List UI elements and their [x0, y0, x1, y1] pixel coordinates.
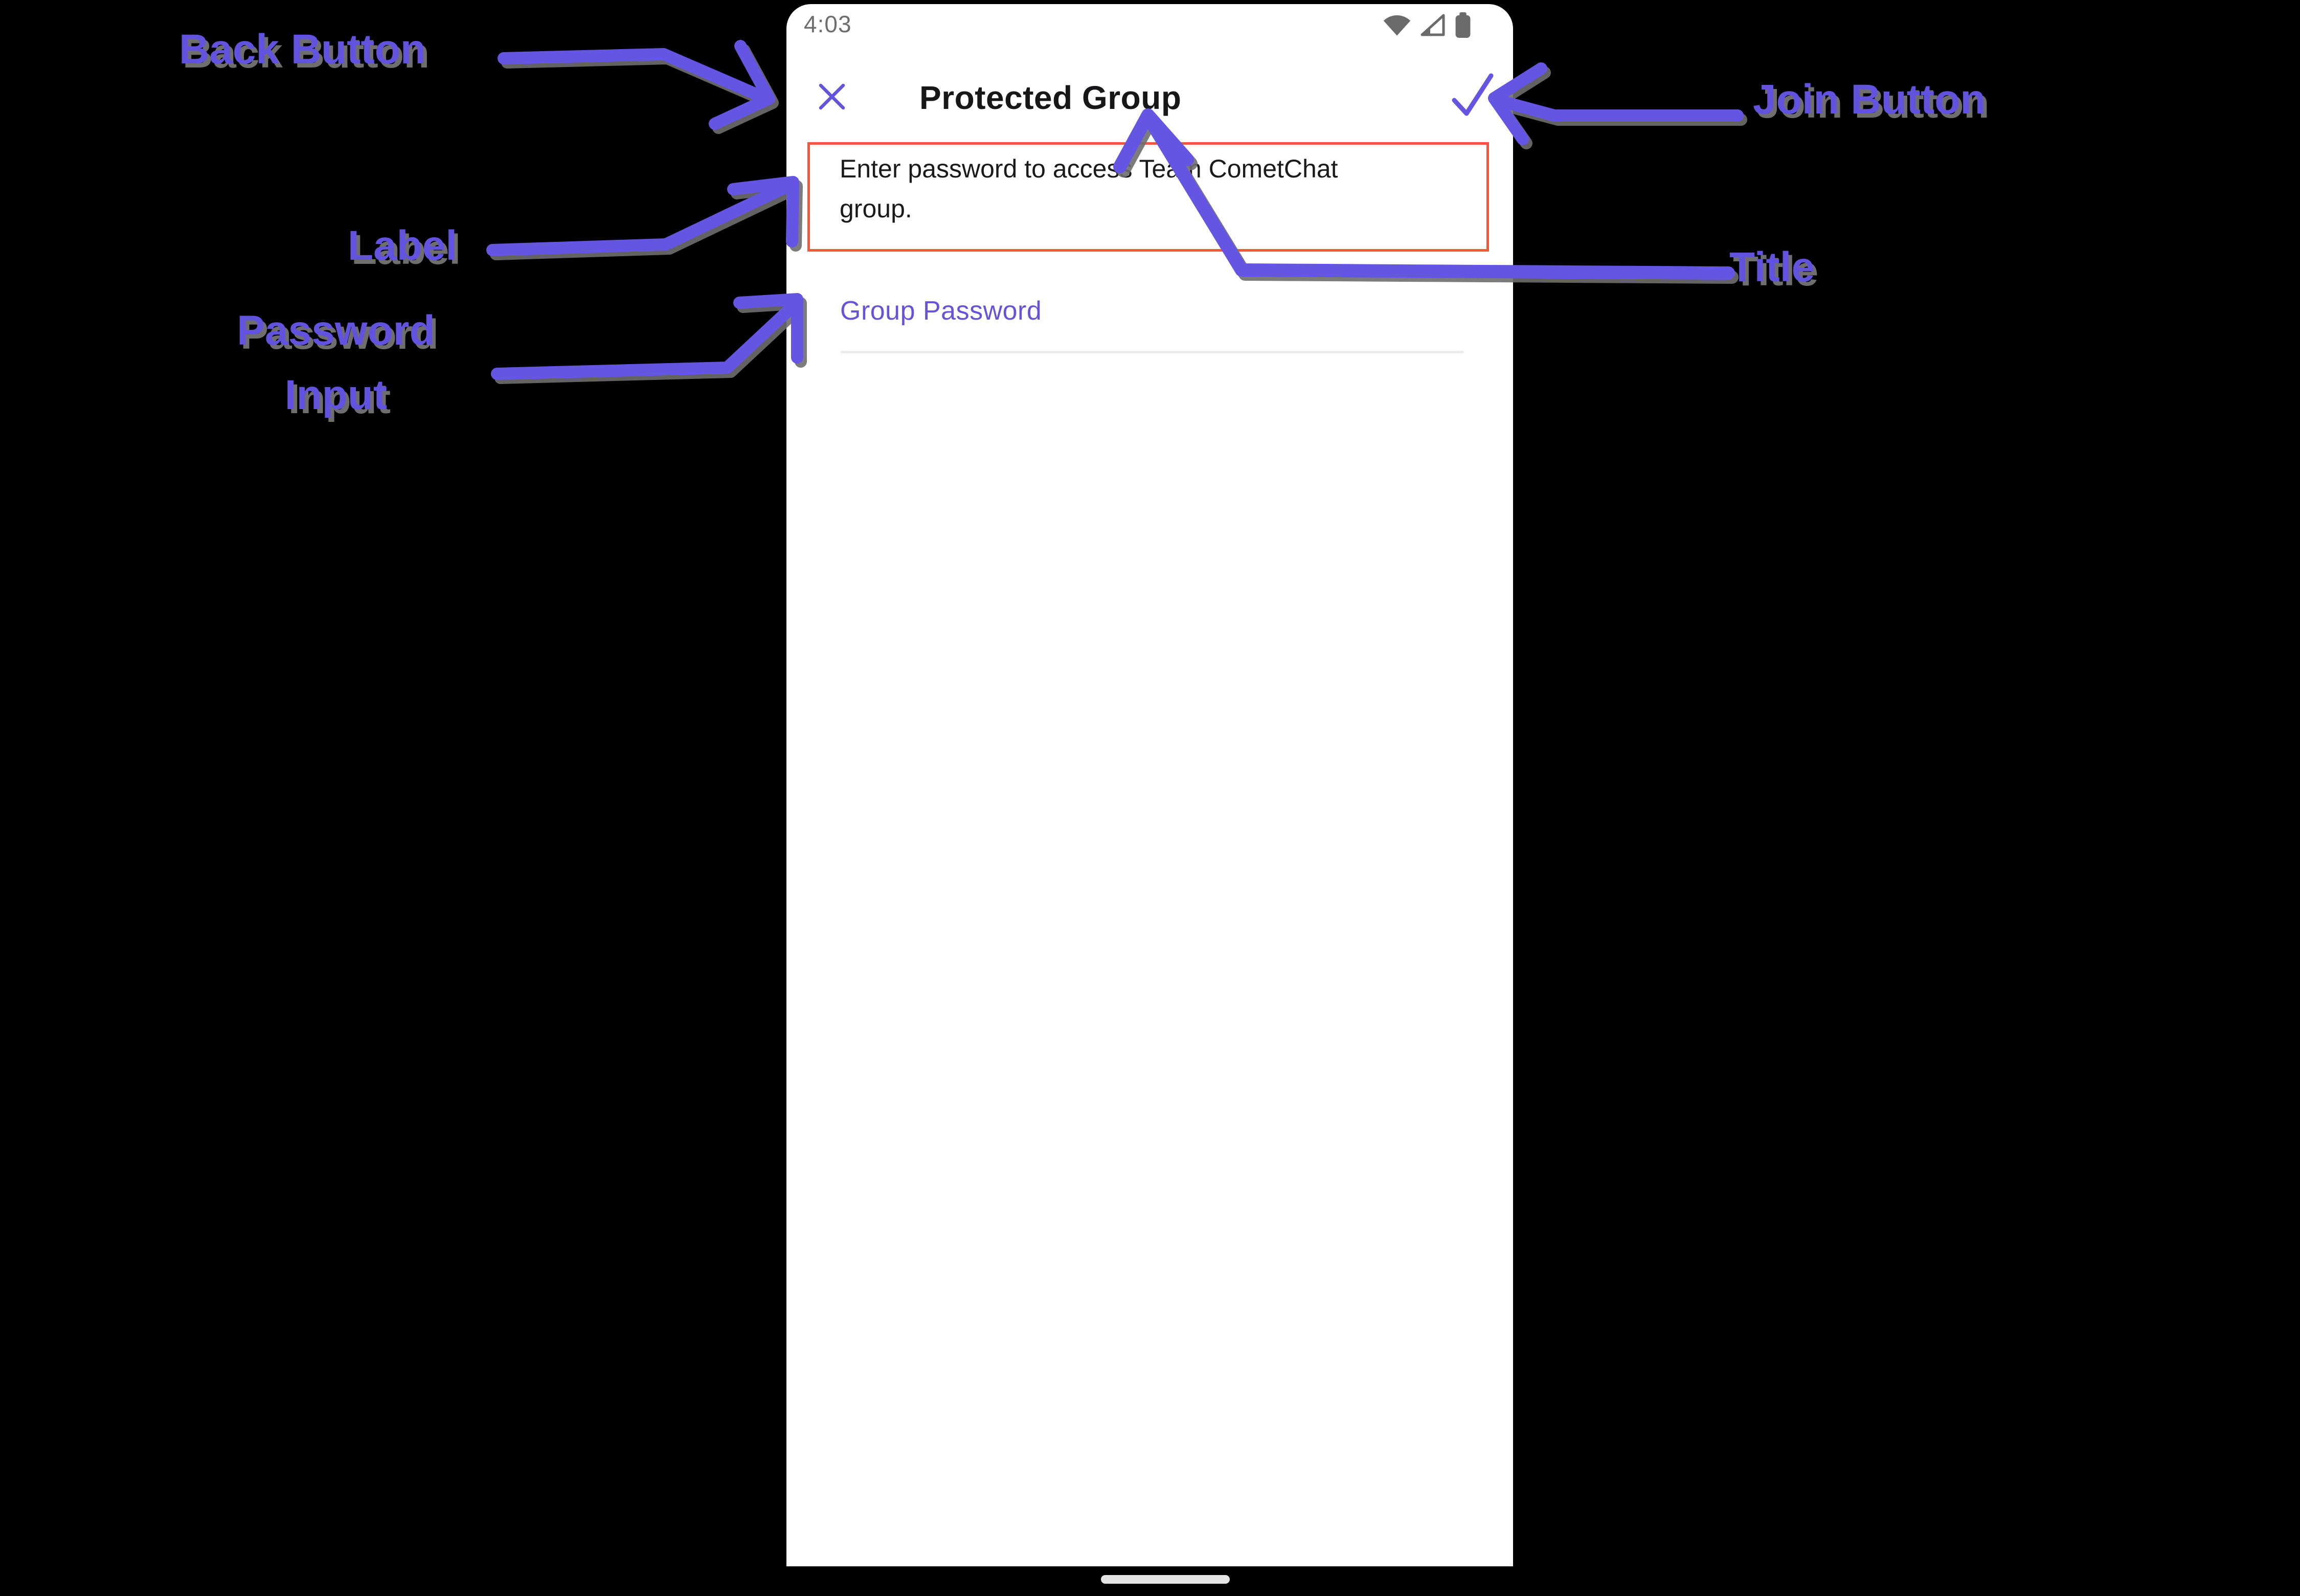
- password-underline: [840, 351, 1464, 353]
- annotation-title: Title: [1729, 244, 1815, 290]
- close-icon: [818, 83, 846, 112]
- battery-icon: [1454, 12, 1472, 38]
- password-input-arrow: [491, 293, 803, 380]
- status-bar: 4:03: [786, 4, 1513, 50]
- annotation-join-button: Join Button: [1753, 76, 1986, 123]
- join-button-arrow: [1488, 62, 1744, 145]
- annotation-label: Label: [348, 222, 458, 269]
- status-time: 4:03: [804, 11, 852, 37]
- wifi-icon: [1382, 13, 1412, 37]
- app-bar: Protected Group: [786, 65, 1513, 137]
- cellular-signal-icon: [1420, 13, 1446, 37]
- check-icon: [1446, 73, 1497, 121]
- label-text: Enter password to access Team CometChat …: [840, 154, 1338, 223]
- home-indicator: [1101, 1575, 1230, 1584]
- page-title: Protected Group: [919, 79, 1182, 116]
- join-button[interactable]: [1444, 66, 1500, 123]
- back-button[interactable]: [815, 80, 849, 114]
- annotation-back-button: Back Button: [179, 26, 426, 73]
- back-button-arrow: [498, 40, 775, 130]
- status-icons: [1382, 12, 1472, 38]
- label-arrow: [486, 176, 799, 256]
- label-highlight-box: Enter password to access Team CometChat …: [807, 142, 1489, 252]
- annotation-password-input: Password Input: [237, 307, 435, 418]
- password-input[interactable]: Group Password: [840, 296, 1464, 357]
- password-placeholder: Group Password: [840, 296, 1042, 326]
- phone-screen: 4:03: [786, 4, 1513, 1566]
